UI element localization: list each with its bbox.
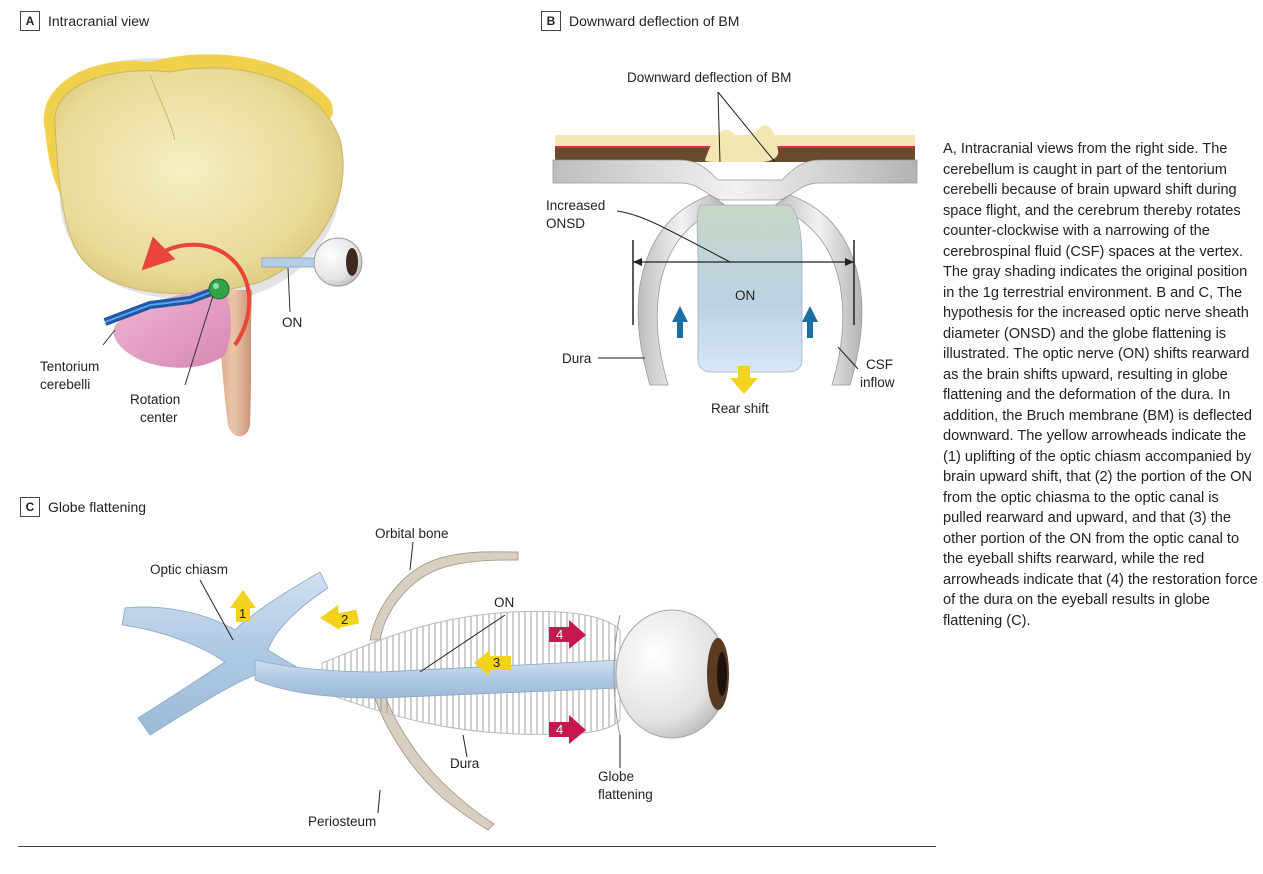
sclera-wall (553, 160, 917, 200)
label-globe-1: Globe (598, 769, 634, 784)
orbital-bone-leader (410, 542, 413, 570)
rotation-center-highlight (213, 283, 219, 289)
label-csf-2: inflow (860, 375, 895, 390)
label-dura-b: Dura (562, 351, 592, 366)
dura-leader-c (463, 735, 467, 757)
label-rotation-1: Rotation (130, 392, 180, 407)
arrow-number-4-bottom: 4 (556, 722, 563, 737)
periosteum-leader (378, 790, 380, 813)
panel-c-illustration: 1 2 3 4 4 (122, 526, 729, 830)
label-rear-shift: Rear shift (711, 401, 769, 416)
label-orbital-bone: Orbital bone (375, 526, 449, 541)
label-dura-c: Dura (450, 756, 480, 771)
label-on-a: ON (282, 315, 302, 330)
label-onsd-2: ONSD (546, 216, 585, 231)
label-tentorium-2: cerebelli (40, 377, 90, 392)
onsd-arrow-left (633, 258, 642, 266)
bm-deflection-bulge (705, 125, 778, 162)
arrow-number-1: 1 (239, 606, 246, 621)
tentorium-leader (103, 330, 115, 345)
csf-arrow-left (672, 306, 688, 338)
figure-caption: A, Intracranial views from the right sid… (943, 139, 1261, 631)
yellow-arrow-2: 2 (320, 605, 359, 630)
label-optic-chiasm: Optic chiasm (150, 562, 228, 577)
label-on-c: ON (494, 595, 514, 610)
arrow-number-3: 3 (493, 655, 500, 670)
bottom-rule (18, 846, 936, 847)
rotation-center-dot (209, 279, 229, 299)
label-tentorium-1: Tentorium (40, 359, 99, 374)
label-globe-2: flattening (598, 787, 653, 802)
eye-iris-a (346, 248, 358, 276)
label-periosteum: Periosteum (308, 814, 376, 829)
csf-arrow-right (802, 306, 818, 338)
label-on-b: ON (735, 288, 755, 303)
label-rotation-2: center (140, 410, 178, 425)
arrow-number-2: 2 (341, 612, 348, 627)
label-csf-1: CSF (866, 357, 893, 372)
panel-a-illustration: ON Tentorium cerebelli Rotation center (40, 54, 362, 436)
panel-b-illustration: Downward deflection of BM Increased ONSD… (546, 70, 917, 416)
eye-pupil-c (717, 652, 727, 696)
label-onsd-1: Increased (546, 198, 605, 213)
arrow-number-4-top: 4 (556, 627, 563, 642)
optic-chiasm (122, 572, 328, 735)
label-bm-deflection: Downward deflection of BM (627, 70, 791, 85)
